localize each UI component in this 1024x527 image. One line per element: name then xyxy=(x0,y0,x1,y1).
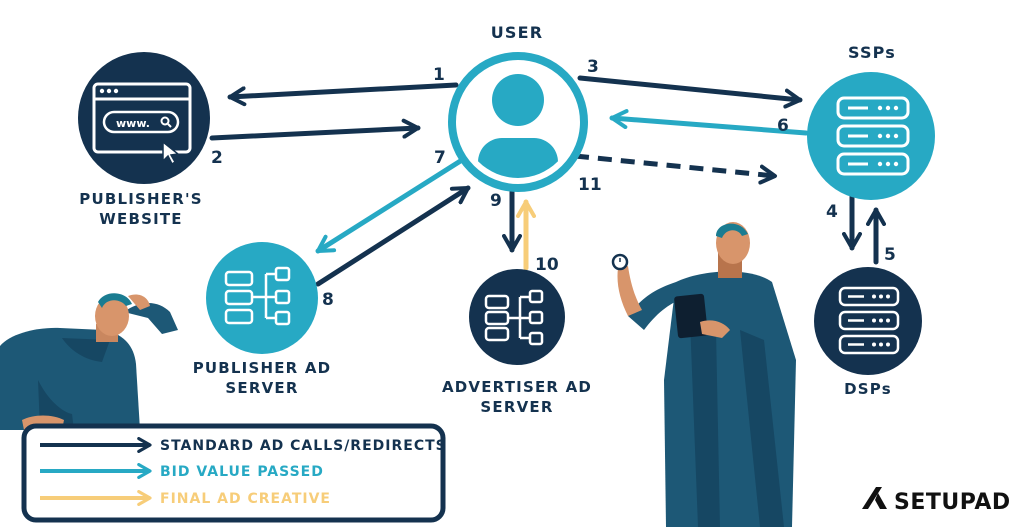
publisher-ad-server-node: PUBLISHER AD SERVER xyxy=(193,242,332,397)
step-4: 4 xyxy=(826,202,838,222)
publisher-website-node: www. PUBLISHER'S WEBSITE xyxy=(78,52,210,228)
advertiser-ad-server-node: ADVERTISER AD SERVER xyxy=(442,269,592,416)
publisher-ad-server-label-1: PUBLISHER AD xyxy=(193,359,332,377)
search-icon xyxy=(160,116,172,128)
dsps-label: DSPs xyxy=(844,380,892,398)
legend: STANDARD AD CALLS/REDIRECTS BID VALUE PA… xyxy=(21,423,447,523)
advertiser-ad-server-label-2: SERVER xyxy=(480,398,553,416)
arrow-3 xyxy=(577,75,803,109)
cursor-icon xyxy=(162,140,180,166)
legend-item-final: FINAL AD CREATIVE xyxy=(40,490,331,507)
step-numbers: 1 2 3 4 5 6 7 8 9 10 11 xyxy=(211,57,896,310)
legend-label-standard: STANDARD AD CALLS/REDIRECTS xyxy=(160,438,447,454)
publisher-website-label-2: WEBSITE xyxy=(99,210,183,228)
step-1: 1 xyxy=(433,65,445,85)
server-stack-icon xyxy=(838,286,900,355)
user-label: USER xyxy=(491,23,544,42)
ssps-label: SSPs xyxy=(848,43,896,62)
arrow-2 xyxy=(209,118,421,141)
legend-item-bid: BID VALUE PASSED xyxy=(40,463,324,480)
server-hierarchy-icon xyxy=(224,266,291,326)
step-8: 8 xyxy=(322,290,334,310)
arrow-6 xyxy=(609,109,809,136)
setupad-wordmark: SETUPAD xyxy=(894,490,1011,515)
step-5: 5 xyxy=(884,245,896,265)
advertiser-ad-server-label-1: ADVERTISER AD xyxy=(442,378,592,396)
setupad-logo: SETUPAD xyxy=(862,487,1011,515)
step-6: 6 xyxy=(777,116,789,136)
user-node: USER xyxy=(448,23,588,192)
user-icon xyxy=(478,74,558,178)
url-bar xyxy=(102,110,180,134)
step-10: 10 xyxy=(535,255,559,275)
arrow-8 xyxy=(315,185,471,287)
tablet-person-illustration xyxy=(611,222,796,527)
ssps-node: SSPs xyxy=(807,43,935,200)
server-hierarchy-icon xyxy=(484,289,544,346)
step-7: 7 xyxy=(434,148,446,168)
flow-arrows xyxy=(209,75,886,287)
thinking-person-illustration xyxy=(0,293,178,430)
dsps-node: DSPs xyxy=(814,267,922,398)
server-stack-icon xyxy=(836,96,910,176)
tablet-icon xyxy=(674,293,708,339)
publisher-ad-server-label-2: SERVER xyxy=(225,379,298,397)
publisher-website-label-1: PUBLISHER'S xyxy=(79,190,203,208)
arrow-11 xyxy=(574,153,777,185)
arrow-1 xyxy=(227,82,459,107)
setupad-logo-icon xyxy=(862,487,887,509)
step-9: 9 xyxy=(490,191,502,211)
legend-label-final: FINAL AD CREATIVE xyxy=(160,491,331,507)
legend-item-standard: STANDARD AD CALLS/REDIRECTS xyxy=(40,437,447,454)
legend-label-bid: BID VALUE PASSED xyxy=(160,464,324,480)
step-11: 11 xyxy=(578,175,602,195)
step-2: 2 xyxy=(211,148,223,168)
step-3: 3 xyxy=(587,57,599,77)
arrow-7 xyxy=(315,157,465,254)
browser-window-icon xyxy=(92,82,192,154)
browser-url-text: www. xyxy=(116,117,150,130)
